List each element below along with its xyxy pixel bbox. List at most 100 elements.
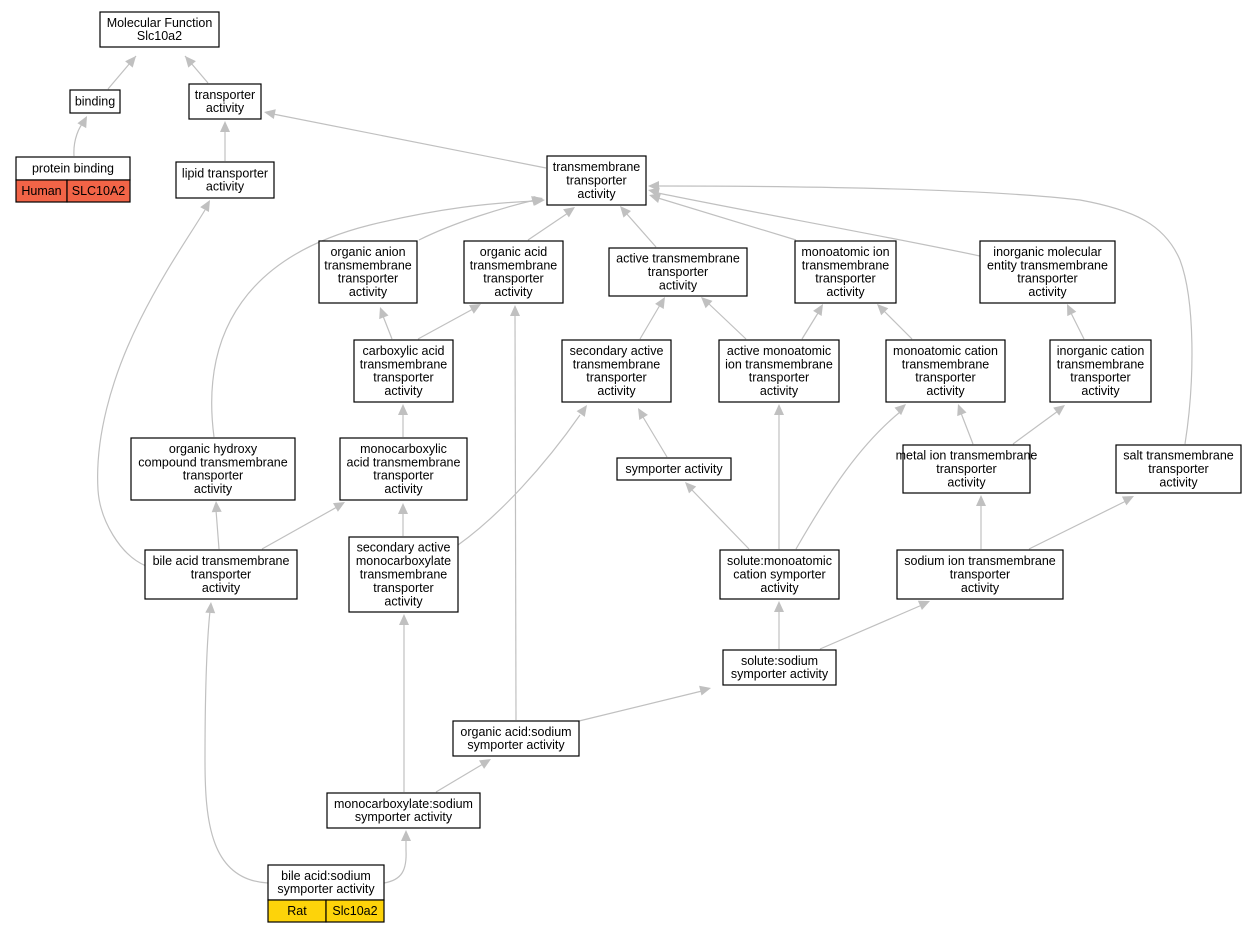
go-term-label-line: activity: [384, 482, 423, 496]
go-term-binding[interactable]: binding: [69, 89, 121, 114]
edge-carboxylic-acid-to-organic-acid: [417, 304, 481, 340]
go-term-label-line: activity: [659, 278, 698, 292]
go-term-label-line: activity: [1081, 384, 1120, 398]
edge-protein-binding-to-binding: [73, 116, 87, 157]
edge-transporter-activity-to-mf-root: [184, 55, 209, 84]
go-term-label-line: monocarboxylate: [356, 554, 451, 568]
edge-organic-acid-sodium-to-solute-sodium: [578, 685, 711, 722]
go-term-box: [130, 437, 296, 501]
go-term-sodium-ion[interactable]: sodium ion transmembranetransporteractiv…: [896, 549, 1064, 600]
edge-bile-acid-sodium-to-bile-acid-transmembrane: [204, 602, 269, 884]
go-term-monoatomic-ion[interactable]: monoatomic iontransmembranetransporterac…: [794, 240, 897, 304]
go-term-organic-anion[interactable]: organic aniontransmembranetransporteract…: [318, 240, 418, 304]
go-term-box: [175, 161, 275, 199]
go-term-label-line: symporter activity: [277, 882, 375, 896]
go-term-label-line: symporter activity: [625, 462, 723, 476]
edge-bile-acid-transmembrane-to-organic-hydroxy: [211, 501, 222, 550]
edge-bile-acid-transmembrane-to-organic-hydroxy-arrowhead: [211, 501, 222, 513]
go-term-bile-acid-transmembrane[interactable]: bile acid transmembranetransporteractivi…: [144, 549, 298, 600]
go-term-inorganic-cation[interactable]: inorganic cationtransmembranetransporter…: [1049, 339, 1152, 403]
go-term-monoatomic-cation[interactable]: monoatomic cationtransmembranetransporte…: [885, 339, 1006, 403]
go-term-label-line: bile acid:sodium: [281, 869, 371, 883]
go-term-symporter[interactable]: symporter activity: [616, 457, 732, 481]
go-term-label-line: transporter: [183, 469, 243, 483]
species-label: Human: [21, 184, 61, 198]
go-term-label-line: transmembrane: [360, 357, 448, 371]
go-term-label-line: activity: [206, 101, 245, 115]
go-term-label-line: monocarboxylic: [360, 442, 447, 456]
edge-symporter-to-secondary-active-arrowhead: [638, 408, 648, 420]
go-term-organic-acid[interactable]: organic acidtransmembranetransporteracti…: [463, 240, 564, 304]
edge-secondary-active-monocarboxylate-to-monocarboxylic-acid: [398, 503, 408, 536]
edge-active-transmembrane-to-transmembrane-transporter: [620, 206, 657, 248]
edge-active-monoatomic-to-active-transmembrane-line: [707, 302, 747, 340]
edge-bile-acid-transmembrane-to-monocarboxylic-acid: [261, 502, 345, 550]
go-term-secondary-active-monocarboxylate[interactable]: secondary activemonocarboxylatetransmemb…: [348, 536, 459, 613]
go-term-label-line: active monoatomic: [727, 344, 831, 358]
go-term-label-line: acid transmembrane: [347, 455, 461, 469]
edge-organic-acid-to-transmembrane-transporter-line: [527, 212, 569, 241]
go-term-box: [902, 444, 1031, 494]
go-term-carboxylic-acid[interactable]: carboxylic acidtransmembranetransportera…: [353, 339, 454, 403]
go-term-label-line: activity: [760, 581, 799, 595]
edge-solute-sodium-to-solute-monoatomic-cation: [774, 601, 784, 649]
go-term-box: [318, 240, 418, 304]
gene-cell: [66, 179, 131, 203]
edge-secondary-active-to-active-transmembrane: [639, 297, 665, 340]
go-term-label-line: carboxylic acid: [363, 344, 445, 358]
edge-organic-acid-sodium-to-solute-sodium-line: [578, 690, 703, 722]
edge-carboxylic-acid-to-organic-acid-line: [417, 308, 474, 340]
go-term-label-line: transmembrane: [470, 258, 558, 272]
go-term-label-line: activity: [926, 384, 965, 398]
edge-monocarboxylate-sodium-to-secondary-active-monocarboxylate: [399, 614, 409, 792]
edge-secondary-active-monocarboxylate-to-secondary-active-arrowhead: [576, 405, 587, 417]
go-term-metal-ion[interactable]: metal ion transmembranetransporteractivi…: [896, 444, 1038, 494]
edge-organic-anion-to-transmembrane-transporter: [418, 196, 543, 241]
go-term-box: [463, 240, 564, 304]
edge-carboxylic-acid-to-organic-anion-arrowhead: [379, 307, 389, 320]
go-term-box: [452, 720, 580, 757]
go-term-label-line: transporter: [191, 568, 251, 582]
go-term-box: [979, 240, 1116, 304]
go-term-protein-binding[interactable]: protein binding: [15, 156, 131, 181]
go-term-label-line: transporter: [648, 265, 708, 279]
edge-inorganic-cation-to-inorganic-molecular-line: [1070, 312, 1085, 340]
go-term-label-line: salt transmembrane: [1123, 449, 1234, 463]
go-term-label-line: activity: [202, 581, 241, 595]
go-term-label-line: transporter: [195, 88, 255, 102]
go-term-box: [722, 649, 837, 686]
edge-active-monoatomic-to-monoatomic-ion: [801, 304, 823, 340]
edge-organic-hydroxy-to-transmembrane-transporter-arrowhead: [533, 195, 545, 206]
edge-solute-sodium-to-solute-monoatomic-cation-arrowhead: [774, 601, 784, 612]
go-term-label-line: transmembrane: [553, 160, 641, 174]
go-term-label-line: monoatomic ion: [801, 245, 889, 259]
go-term-label-line: transporter: [749, 371, 809, 385]
go-term-secondary-active[interactable]: secondary activetransmembranetransporter…: [561, 339, 672, 403]
species-label: Rat: [287, 904, 307, 918]
edge-monocarboxylic-acid-to-carboxylic-acid-arrowhead: [398, 404, 408, 415]
edge-solute-sodium-to-sodium-ion-arrowhead: [917, 600, 930, 610]
go-term-label-line: cation symporter: [733, 568, 825, 582]
go-term-label-line: bile acid transmembrane: [153, 554, 290, 568]
go-term-label-line: transporter: [338, 272, 398, 286]
go-term-label-line: entity transmembrane: [987, 258, 1108, 272]
go-term-label-line: organic acid: [480, 245, 547, 259]
edge-inorganic-molecular-to-transmembrane-transporter-line: [657, 192, 981, 257]
